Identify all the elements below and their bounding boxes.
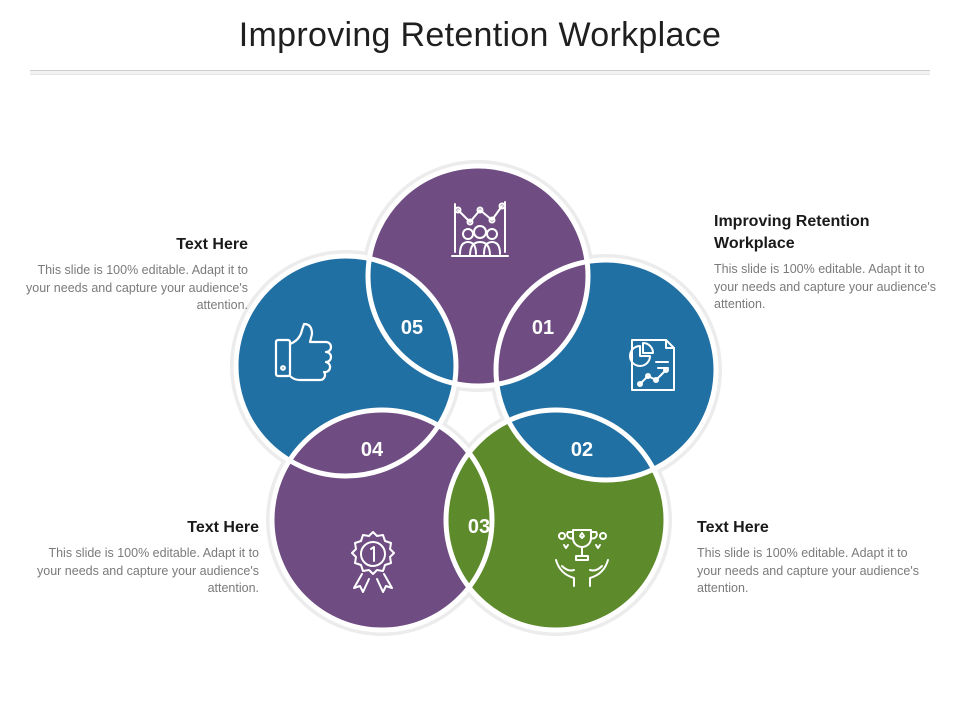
block-heading: Text Here xyxy=(187,519,259,536)
block-body: This slide is 100% editable. Adapt it to… xyxy=(714,262,936,311)
block-heading: Text Here xyxy=(176,236,248,253)
text-block-top-left: Text Here This slide is 100% editable. A… xyxy=(20,234,248,315)
team-growth-icon xyxy=(451,201,509,257)
award-medal-icon xyxy=(351,531,395,593)
circle-outlines xyxy=(233,163,719,633)
block-body: This slide is 100% editable. Adapt it to… xyxy=(37,546,259,595)
segment-number-03: 03 xyxy=(468,516,490,538)
block-heading: Text Here xyxy=(697,519,769,536)
segment-number-04: 04 xyxy=(361,439,384,461)
segment-number-05: 05 xyxy=(401,317,423,339)
block-body: This slide is 100% editable. Adapt it to… xyxy=(697,546,919,595)
block-body: This slide is 100% editable. Adapt it to… xyxy=(26,263,248,312)
report-chart-icon xyxy=(629,339,675,391)
slide-title: Improving Retention Workplace xyxy=(238,16,722,54)
text-block-bottom-left: Text Here This slide is 100% editable. A… xyxy=(30,517,259,598)
segment-number-02: 02 xyxy=(571,439,593,461)
text-block-top-right: Improving Retention Workplace This slide… xyxy=(714,211,940,314)
segment-number-01: 01 xyxy=(532,317,554,339)
block-heading: Improving Retention Workplace xyxy=(714,213,870,252)
text-block-bottom-right: Text Here This slide is 100% editable. A… xyxy=(697,517,927,598)
title-divider xyxy=(30,70,930,75)
trophy-hands-icon xyxy=(555,529,609,587)
thumbs-up-icon xyxy=(274,322,333,382)
